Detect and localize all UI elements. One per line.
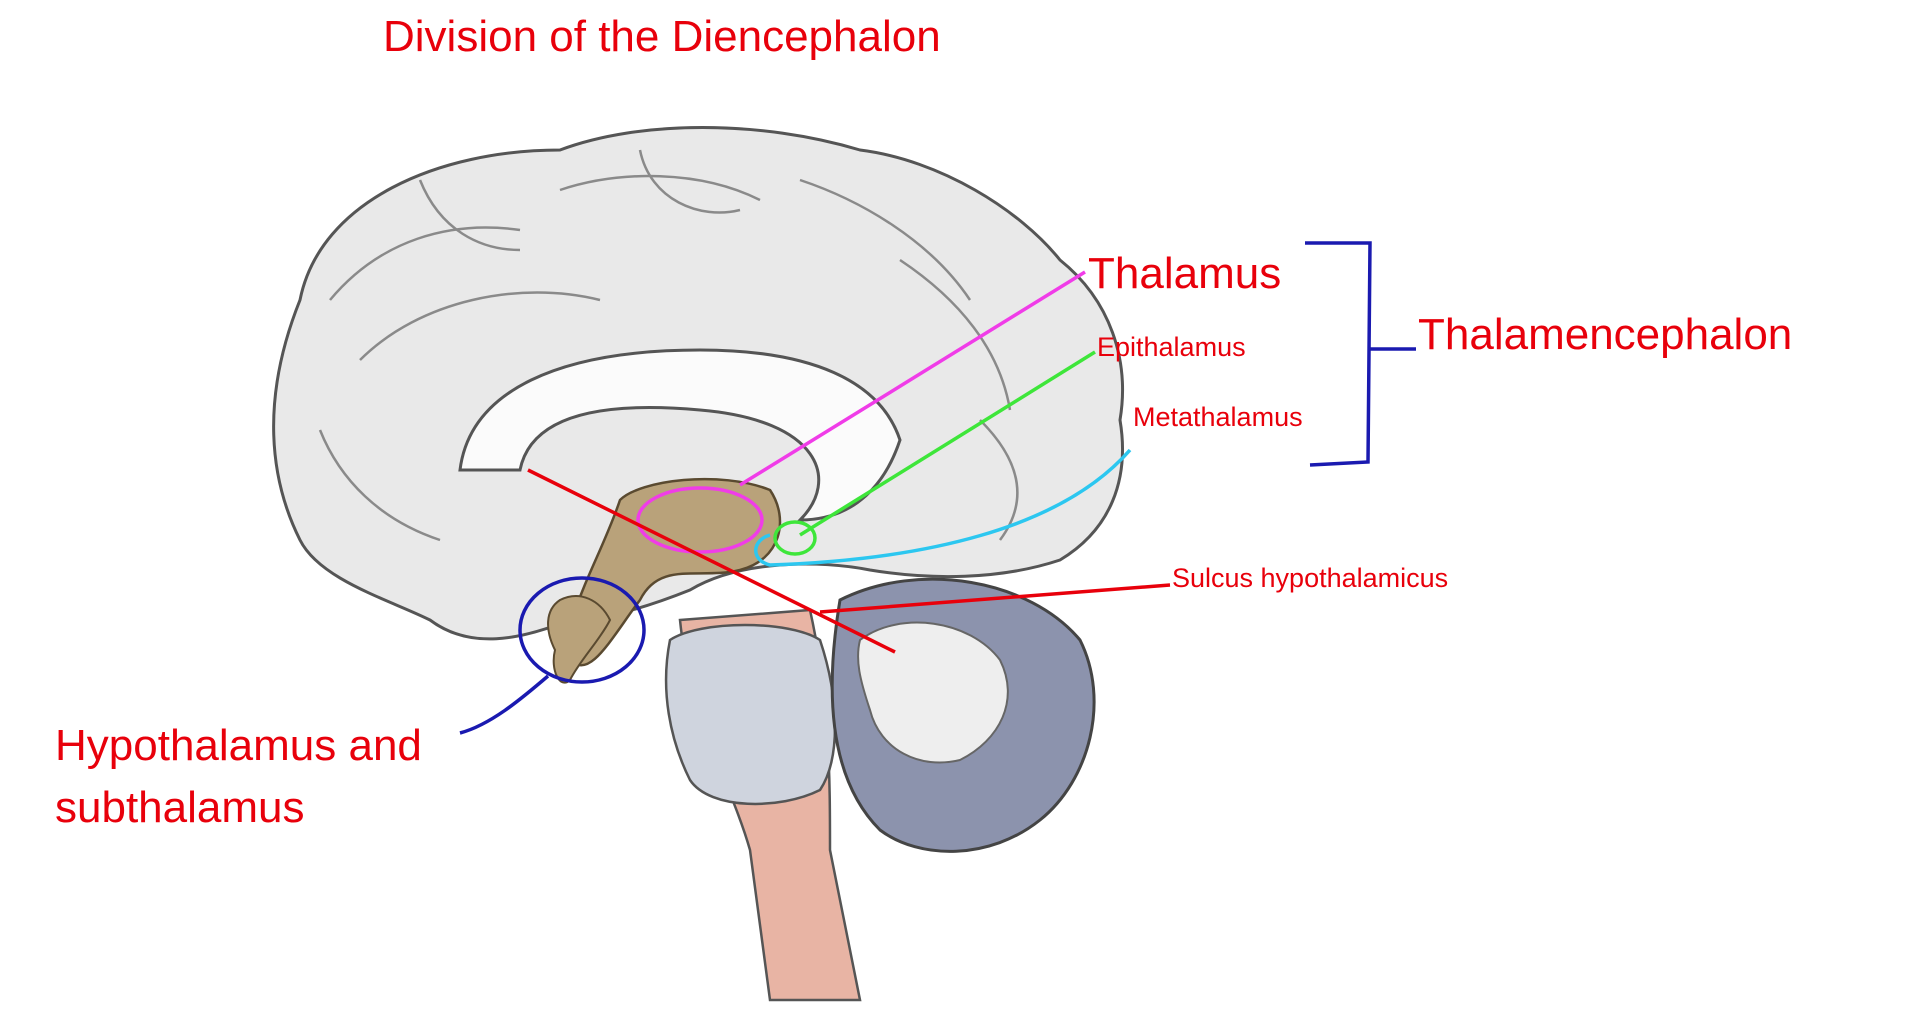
metathalamus-label: Metathalamus <box>1133 402 1303 432</box>
thalamus-pointer-line <box>739 270 1086 487</box>
thalamus-circle <box>636 486 764 554</box>
diagram-title: Division of the Diencephalon <box>383 12 941 61</box>
thalamencephalon-label: Thalamencephalon <box>1418 310 1793 359</box>
hypothalamus-circle <box>518 576 646 684</box>
metathalamus-pointer-line <box>754 448 1132 567</box>
gyri <box>318 149 1019 542</box>
sulcus-pointer-line <box>819 583 1171 614</box>
sulcus-diagonal-line <box>527 468 896 654</box>
arbor-vitae <box>857 621 1009 764</box>
pons <box>664 623 837 806</box>
thalamus-label: Thalamus <box>1088 249 1282 298</box>
epithalamus-pointer-line <box>799 350 1096 537</box>
hypothalamus-label: Hypothalamus and subthalamus <box>55 715 422 839</box>
hypothalamus-pointer-line <box>459 674 550 735</box>
epithalamus-circle <box>773 520 817 556</box>
sulcus-hypothalamicus-label: Sulcus hypothalamicus <box>1172 563 1449 593</box>
hypothalamus-label-line2: subthalamus <box>55 783 305 832</box>
thalamencephalon-bracket <box>1305 241 1372 467</box>
epithalamus-label: Epithalamus <box>1097 332 1246 362</box>
hypothalamus-label-line1: Hypothalamus and <box>55 721 422 770</box>
